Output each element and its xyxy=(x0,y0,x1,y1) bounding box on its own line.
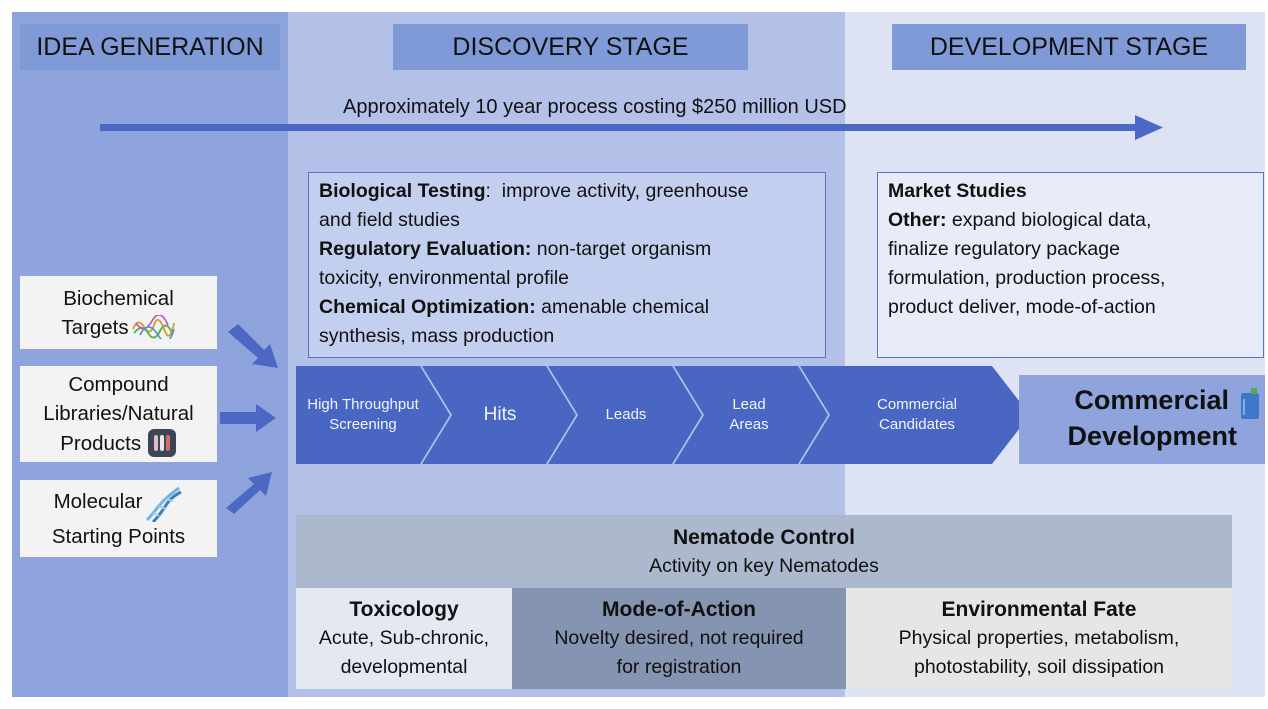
commercial-development-box: Commercial Development xyxy=(1019,375,1265,464)
pipeline-chevrons xyxy=(296,366,1030,464)
info-line: and field studies xyxy=(319,206,815,235)
idea-generation-header: IDEA GENERATION xyxy=(20,24,280,70)
info-line-text: toxicity, environmental profile xyxy=(319,267,569,289)
commercial-line1: Commercial xyxy=(1074,385,1229,415)
idea-generation-label: IDEA GENERATION xyxy=(36,32,264,61)
info-line: Biological Testing: improve activity, gr… xyxy=(319,177,815,206)
cell-title: Toxicology xyxy=(349,598,459,621)
arrow-from-targets xyxy=(228,324,278,368)
mode-of-action-cell: Mode-of-Action Novelty desired, not requ… xyxy=(512,588,846,689)
cell-text: Novelty desired, not required xyxy=(554,627,804,649)
arrow-from-libraries xyxy=(220,404,276,432)
development-stage-label: DEVELOPMENT STAGE xyxy=(929,32,1209,61)
info-line-text: amenable chemical xyxy=(535,296,710,318)
source-line: Products xyxy=(60,432,142,455)
dna-icon xyxy=(146,486,183,524)
cell-text: Physical properties, metabolism, xyxy=(898,627,1180,649)
cell-text: photostability, soil dissipation xyxy=(913,656,1165,678)
chevron-leads xyxy=(548,366,702,464)
info-line: toxicity, environmental profile xyxy=(319,264,815,293)
info-line-label: Market Studies xyxy=(888,180,1027,202)
chevron-label: Commercial Candidates xyxy=(876,396,957,433)
chevron-label: Hits xyxy=(483,404,517,425)
chevron-label: Lead Areas xyxy=(729,396,769,433)
info-line-text: expand biological data, xyxy=(946,209,1152,231)
source-molecular-starting-points: Molecular Starting Points xyxy=(20,480,217,557)
source-line-with-icon: Targets xyxy=(20,313,217,342)
source-line: Libraries/Natural xyxy=(43,402,194,425)
info-line: formulation, production process, xyxy=(888,264,1253,293)
environmental-fate-cell: Environmental Fate Physical properties, … xyxy=(846,588,1232,689)
source-line: Biochemical xyxy=(63,286,174,310)
info-line-label: Other: xyxy=(888,209,947,231)
nematode-subtitle: Activity on key Nematodes xyxy=(649,554,879,577)
info-line-text: : improve activity, greenhouse xyxy=(485,180,749,202)
info-line-text: and field studies xyxy=(319,209,460,231)
cell-title: Mode-of-Action xyxy=(602,598,756,621)
protein-structure-icon xyxy=(131,313,175,342)
info-line: product deliver, mode-of-action xyxy=(888,293,1253,322)
info-line-text: finalize regulatory package xyxy=(888,238,1120,260)
discovery-stage-label: DISCOVERY STAGE xyxy=(452,32,689,61)
source-arrows xyxy=(220,324,278,514)
info-line: Regulatory Evaluation: non-target organi… xyxy=(319,235,815,264)
info-line-text: non-target organism xyxy=(531,238,712,260)
test-tubes-icon xyxy=(147,429,176,457)
discovery-stage-header: DISCOVERY STAGE xyxy=(393,24,748,70)
chevron-lead-areas xyxy=(674,366,828,464)
cell-title: Environmental Fate xyxy=(941,598,1137,621)
source-line: Starting Points xyxy=(51,525,186,548)
chevron-hits xyxy=(422,366,576,464)
toxicology-cell: Toxicology Acute, Sub-chronic, developme… xyxy=(296,588,512,689)
source-compound-libraries: Compound Libraries/Natural Products xyxy=(20,366,217,462)
info-line: Chemical Optimization: amenable chemical xyxy=(319,293,815,322)
development-stage-header: DEVELOPMENT STAGE xyxy=(892,24,1246,70)
info-line: finalize regulatory package xyxy=(888,235,1253,264)
info-line-label: Regulatory Evaluation: xyxy=(319,238,532,260)
source-line-with-icon: Products xyxy=(20,428,217,458)
commercial-line2: Development xyxy=(1067,421,1237,451)
info-line-text: synthesis, mass production xyxy=(319,325,555,347)
source-line: Targets xyxy=(61,315,129,339)
nematode-title: Nematode Control xyxy=(672,525,855,549)
info-line-label: Chemical Optimization: xyxy=(319,296,536,318)
info-line: Other: expand biological data, xyxy=(888,206,1253,235)
timeline-caption: Approximately 10 year process costing $2… xyxy=(343,96,847,118)
info-line-text: product deliver, mode-of-action xyxy=(888,296,1156,318)
source-line-with-icon: Molecular xyxy=(20,486,217,524)
info-line-text: formulation, production process, xyxy=(888,267,1166,289)
discovery-activities-box: Biological Testing: improve activity, gr… xyxy=(308,172,826,358)
chevron-commercial-candidates xyxy=(800,366,1030,464)
nematode-control-header: Nematode Control Activity on key Nematod… xyxy=(296,515,1232,588)
source-line: Compound xyxy=(68,373,169,396)
timeline-arrow xyxy=(100,115,1163,140)
source-line: Molecular xyxy=(53,490,143,513)
cell-text: Acute, Sub-chronic, xyxy=(318,627,490,649)
info-line-label: Biological Testing xyxy=(319,180,486,202)
info-line: synthesis, mass production xyxy=(319,322,815,351)
chevron-label: High Throughput Screening xyxy=(307,396,419,433)
arrow-from-starting-points xyxy=(226,472,272,514)
cell-text: for registration xyxy=(616,656,742,678)
container-icon xyxy=(1241,388,1259,419)
chevron-high-throughput-screening xyxy=(296,366,450,464)
info-line: Market Studies xyxy=(888,177,1253,206)
cell-text: developmental xyxy=(340,656,468,678)
chevron-label: Leads xyxy=(605,406,647,423)
source-biochemical-targets: Biochemical Targets xyxy=(20,276,217,349)
